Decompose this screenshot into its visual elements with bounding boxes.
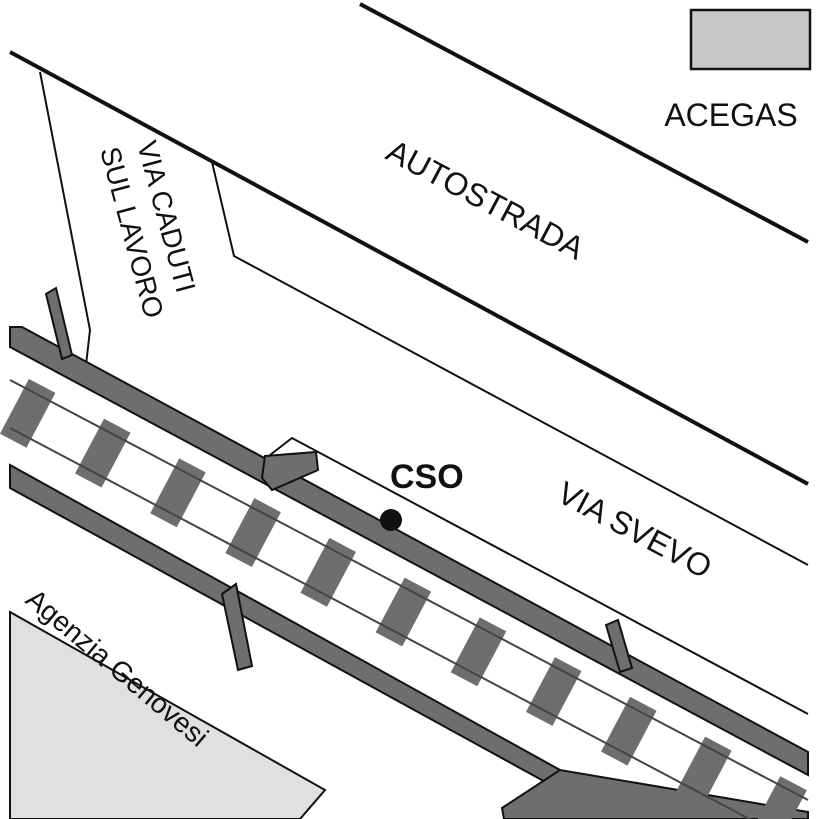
via-svevo-label: VIA SVEVO: [552, 474, 718, 585]
via-svevo-lower-edge: [269, 436, 809, 715]
autostrada-lower-edge: [9, 50, 809, 486]
via-caduti-right-edge: [211, 161, 809, 566]
cso-point-marker: [380, 509, 402, 531]
rail-bottom: [9, 427, 752, 819]
upper-wall: [9, 286, 809, 777]
railway-track: [0, 378, 809, 819]
autostrada-upper-edge: [359, 2, 809, 244]
legend-swatch: [689, 8, 812, 71]
cso-label: CSO: [390, 458, 464, 496]
autostrada-label: AUTOSTRADA: [381, 132, 591, 266]
rail-top: [9, 379, 809, 801]
via-caduti-left-edge: [39, 71, 92, 366]
agenzia-genovesi-building: [9, 610, 327, 819]
railway-sleeper: [751, 776, 807, 819]
lower-wall: [9, 463, 809, 819]
legend-label: ACEGAS: [664, 97, 797, 133]
